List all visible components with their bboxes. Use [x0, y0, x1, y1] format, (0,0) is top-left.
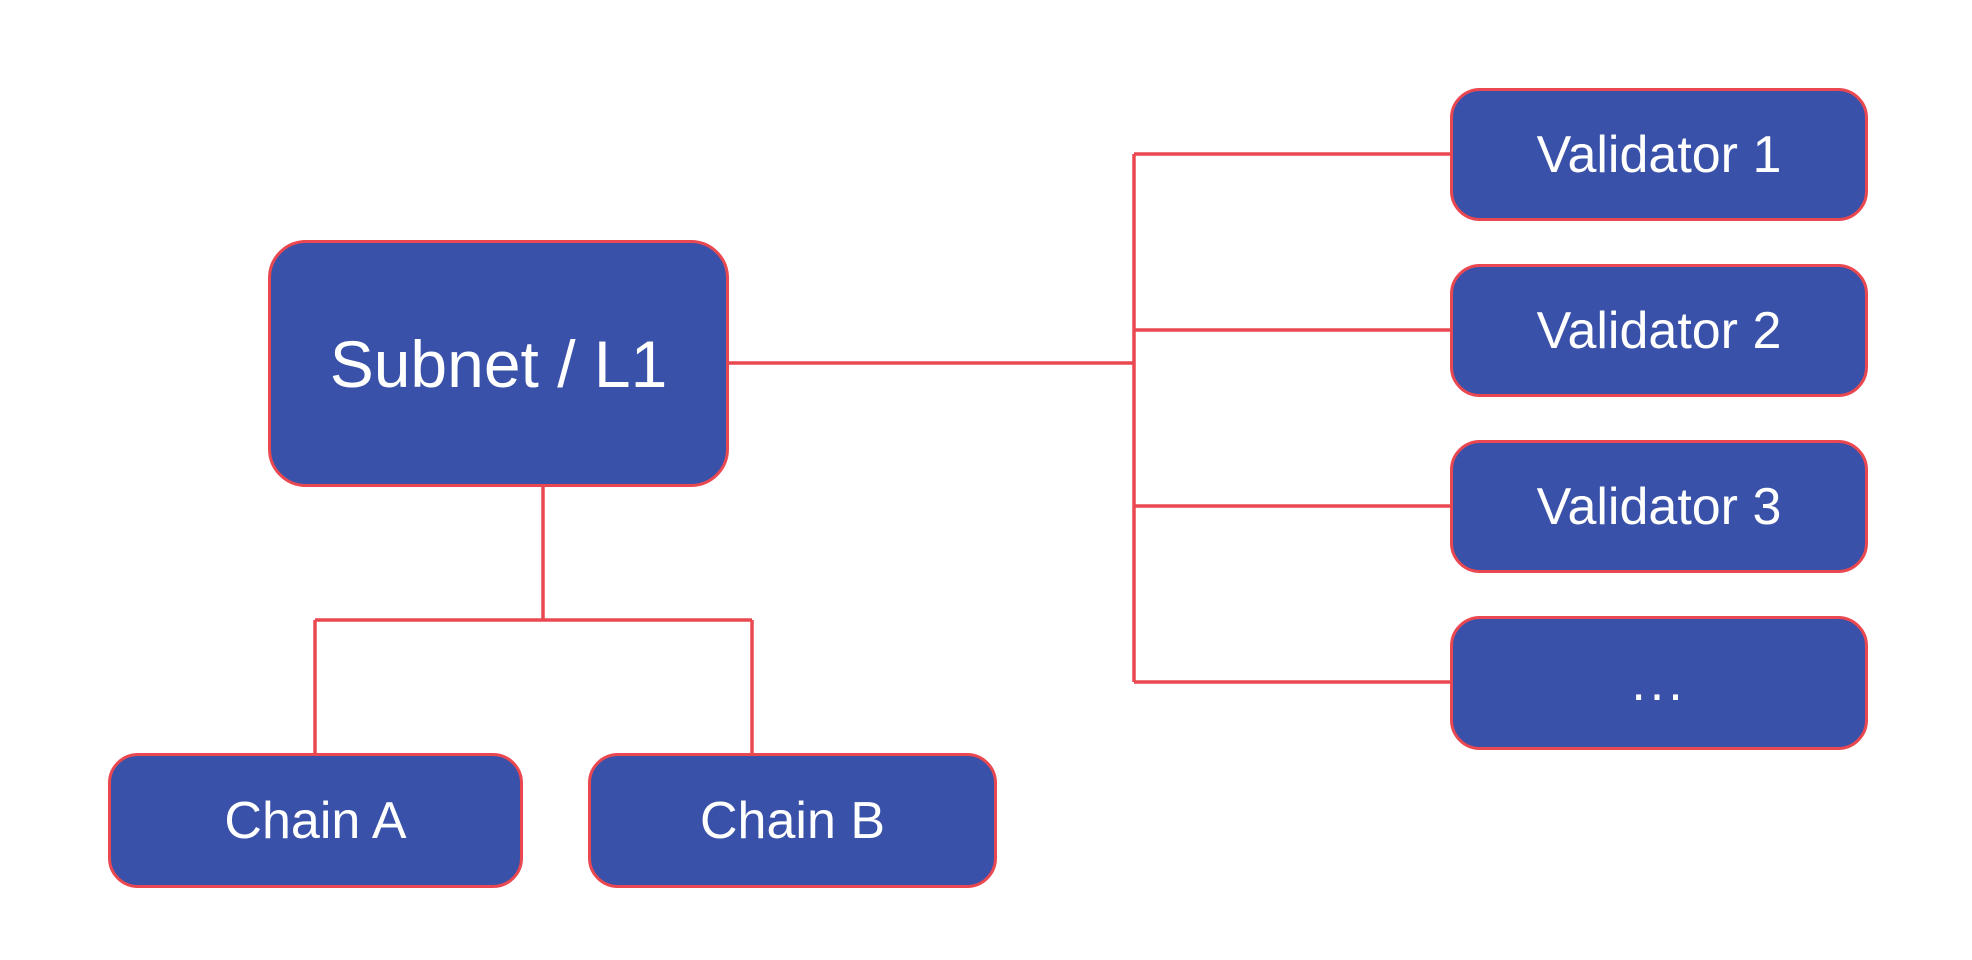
- validator-3-label: Validator 3: [1536, 477, 1782, 536]
- validator-1-label: Validator 1: [1536, 125, 1782, 184]
- chain-b-label: Chain B: [700, 791, 885, 850]
- chain-a-node: Chain A: [108, 753, 523, 888]
- chain-b-node: Chain B: [588, 753, 997, 888]
- subnet-label: Subnet / L1: [329, 326, 668, 401]
- validator-1-node: Validator 1: [1450, 88, 1868, 221]
- validator-more-label: ...: [1631, 654, 1687, 712]
- validator-more-node: ...: [1450, 616, 1868, 750]
- validator-2-label: Validator 2: [1536, 301, 1782, 360]
- subnet-node: Subnet / L1: [268, 240, 729, 487]
- validator-2-node: Validator 2: [1450, 264, 1868, 397]
- chain-a-label: Chain A: [224, 791, 407, 850]
- validator-3-node: Validator 3: [1450, 440, 1868, 573]
